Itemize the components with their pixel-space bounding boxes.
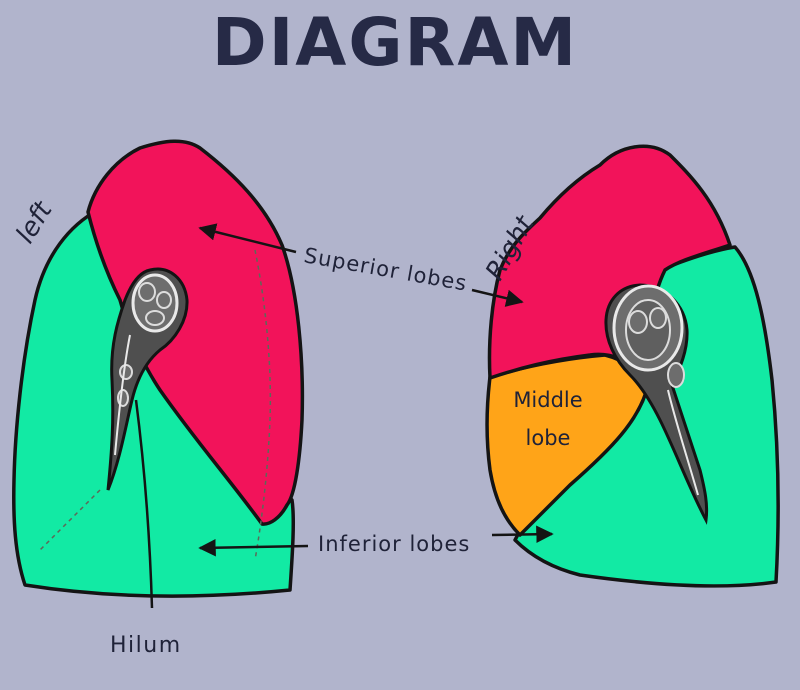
right-lung [485,144,780,588]
superior-right-arrow [471,288,524,307]
diagram-title: DIAGRAM [211,4,579,81]
hilum-pointer-line [134,399,154,609]
hilum-label: Hilum [110,633,182,658]
left-lung-dashed-fissure [39,249,272,561]
left-lung [12,139,305,598]
inferior-right-arrow [491,525,554,544]
inferior-left-arrow [198,538,309,557]
annotation-arrows [134,223,554,609]
middle-lobe-label-line1: Middle [513,388,582,412]
left-side-label: left [10,196,58,249]
superior-lobes-label: Superior lobes [302,243,469,295]
superior-left-arrow [198,223,297,254]
middle-lobe-label-line2: lobe [526,426,571,450]
inferior-lobes-label: Inferior lobes [318,532,470,556]
